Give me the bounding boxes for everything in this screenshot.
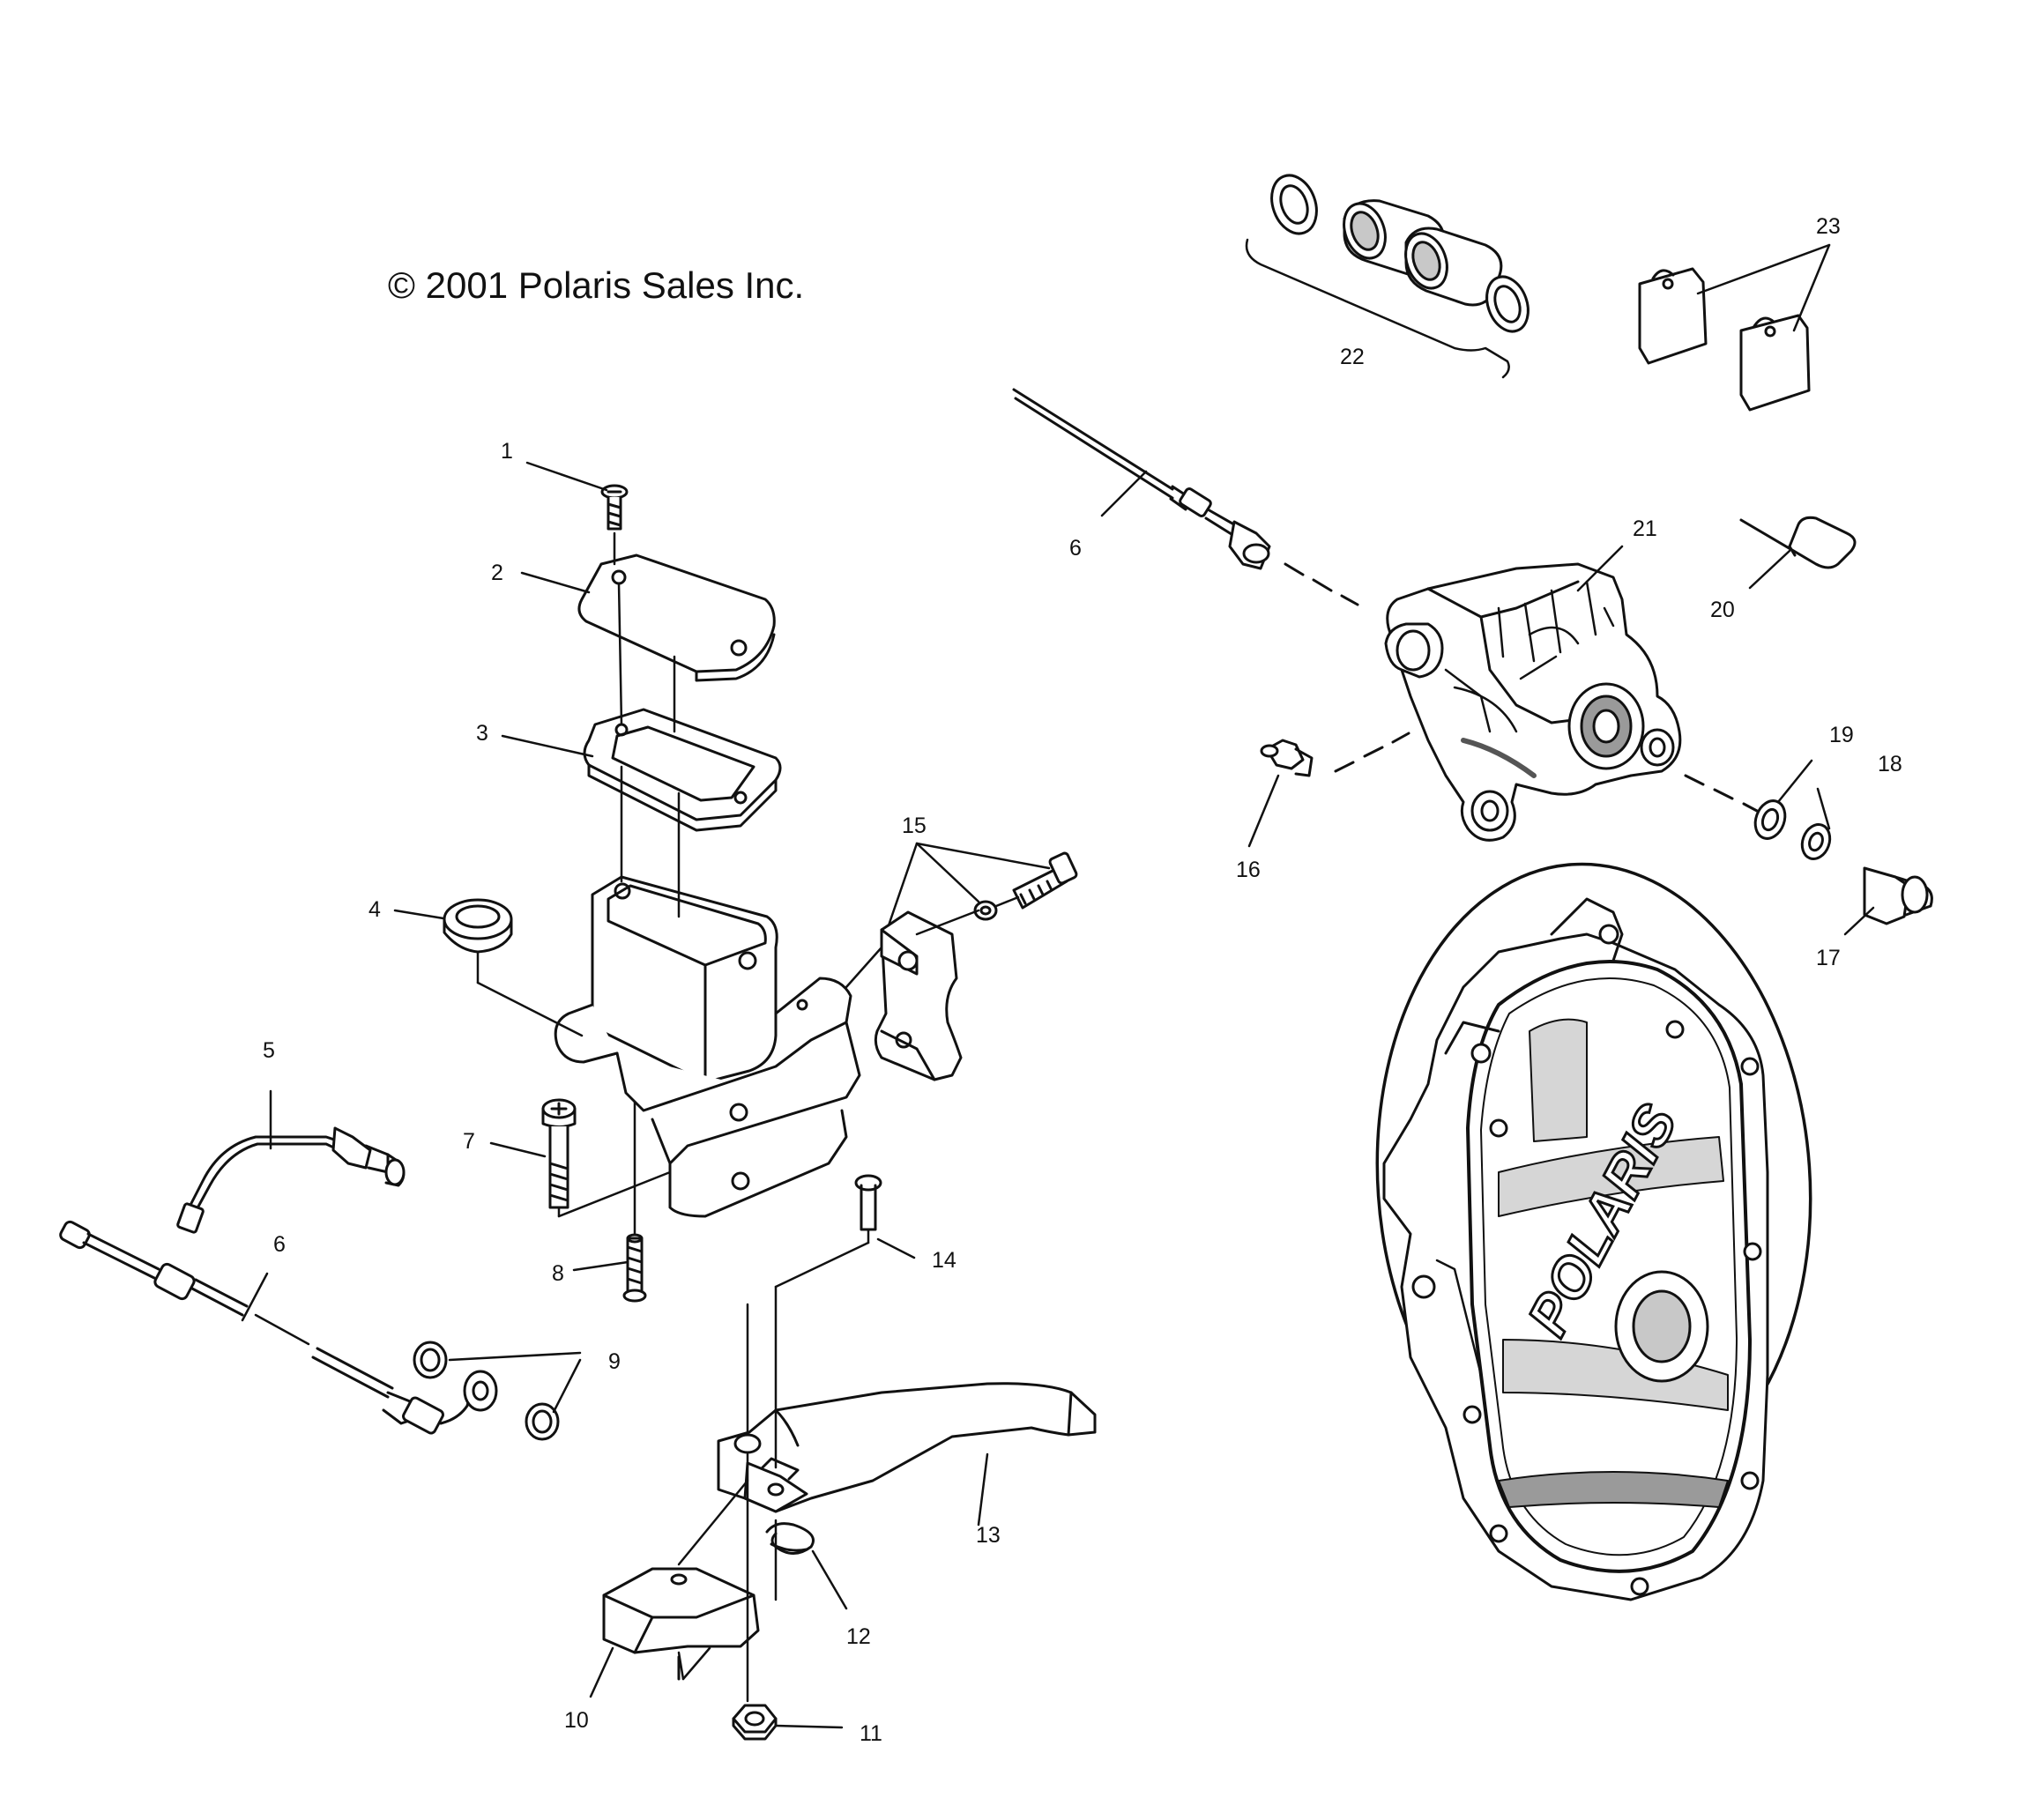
assembly-lines-right — [1334, 732, 1759, 813]
master-cylinder-body — [554, 875, 861, 1218]
brake-switch-part-5 — [176, 1126, 406, 1234]
retaining-pin-part-20 — [1739, 516, 1857, 569]
callout-12: 12 — [846, 1624, 871, 1649]
callout-21: 21 — [1633, 516, 1657, 541]
bleeder-part-16 — [1260, 739, 1314, 777]
seal-part-4 — [443, 898, 513, 954]
callout-23: 23 — [1816, 214, 1841, 239]
callout-16: 16 — [1236, 858, 1261, 882]
callout-22: 22 — [1340, 345, 1365, 369]
nut-part-11 — [732, 1704, 778, 1741]
washer-part-19 — [1753, 799, 1787, 840]
bolt-part-7 — [541, 1098, 577, 1209]
callout-15: 15 — [902, 813, 927, 838]
screw-part-8 — [622, 1233, 647, 1303]
piston-seals-part-22 — [1245, 174, 1529, 379]
copyright-notice: © 2001 Polaris Sales Inc. — [388, 264, 805, 306]
brake-pads-part-23 — [1638, 267, 1811, 412]
caliper-part-21 — [1384, 562, 1682, 842]
gasket-part-3 — [583, 708, 782, 832]
callout-13: 13 — [976, 1523, 1001, 1548]
callout-7: 7 — [463, 1129, 475, 1154]
washer-part-18 — [1800, 823, 1832, 860]
adjuster-part-10 — [602, 1567, 760, 1681]
leader-lines — [241, 243, 1875, 1729]
callout-18: 18 — [1878, 752, 1902, 776]
spring-part-12 — [765, 1522, 815, 1555]
callout-2: 2 — [491, 561, 503, 585]
brake-line-part-6-left — [59, 1220, 498, 1435]
callout-20: 20 — [1710, 598, 1735, 622]
callout-6-upper: 6 — [1069, 536, 1082, 561]
callout-4: 4 — [368, 897, 381, 922]
reservoir-cover-part-2 — [577, 553, 776, 682]
callout-3: 3 — [476, 721, 488, 746]
callout-9: 9 — [608, 1349, 621, 1374]
callout-17: 17 — [1816, 946, 1841, 970]
callout-11: 11 — [860, 1721, 882, 1746]
callout-1: 1 — [501, 439, 513, 464]
callout-8: 8 — [552, 1261, 564, 1286]
brake-line-part-6-right — [1012, 388, 1359, 606]
brake-lever-part-13 — [717, 1382, 1097, 1513]
callout-5: 5 — [263, 1038, 275, 1063]
assembly-lines-left — [254, 531, 1020, 1703]
bolt-part-17 — [1863, 866, 1933, 925]
washers-part-9 — [413, 1341, 560, 1441]
callout-14: 14 — [932, 1248, 956, 1273]
chaincase-cover — [1375, 862, 1812, 1601]
callout-19: 19 — [1829, 723, 1854, 747]
pivot-pin-part-14 — [854, 1174, 882, 1231]
callout-6-lower: 6 — [273, 1232, 286, 1257]
screw-part-1 — [600, 484, 629, 531]
callout-10: 10 — [564, 1708, 589, 1733]
clamp-part-15 — [874, 851, 1078, 1081]
